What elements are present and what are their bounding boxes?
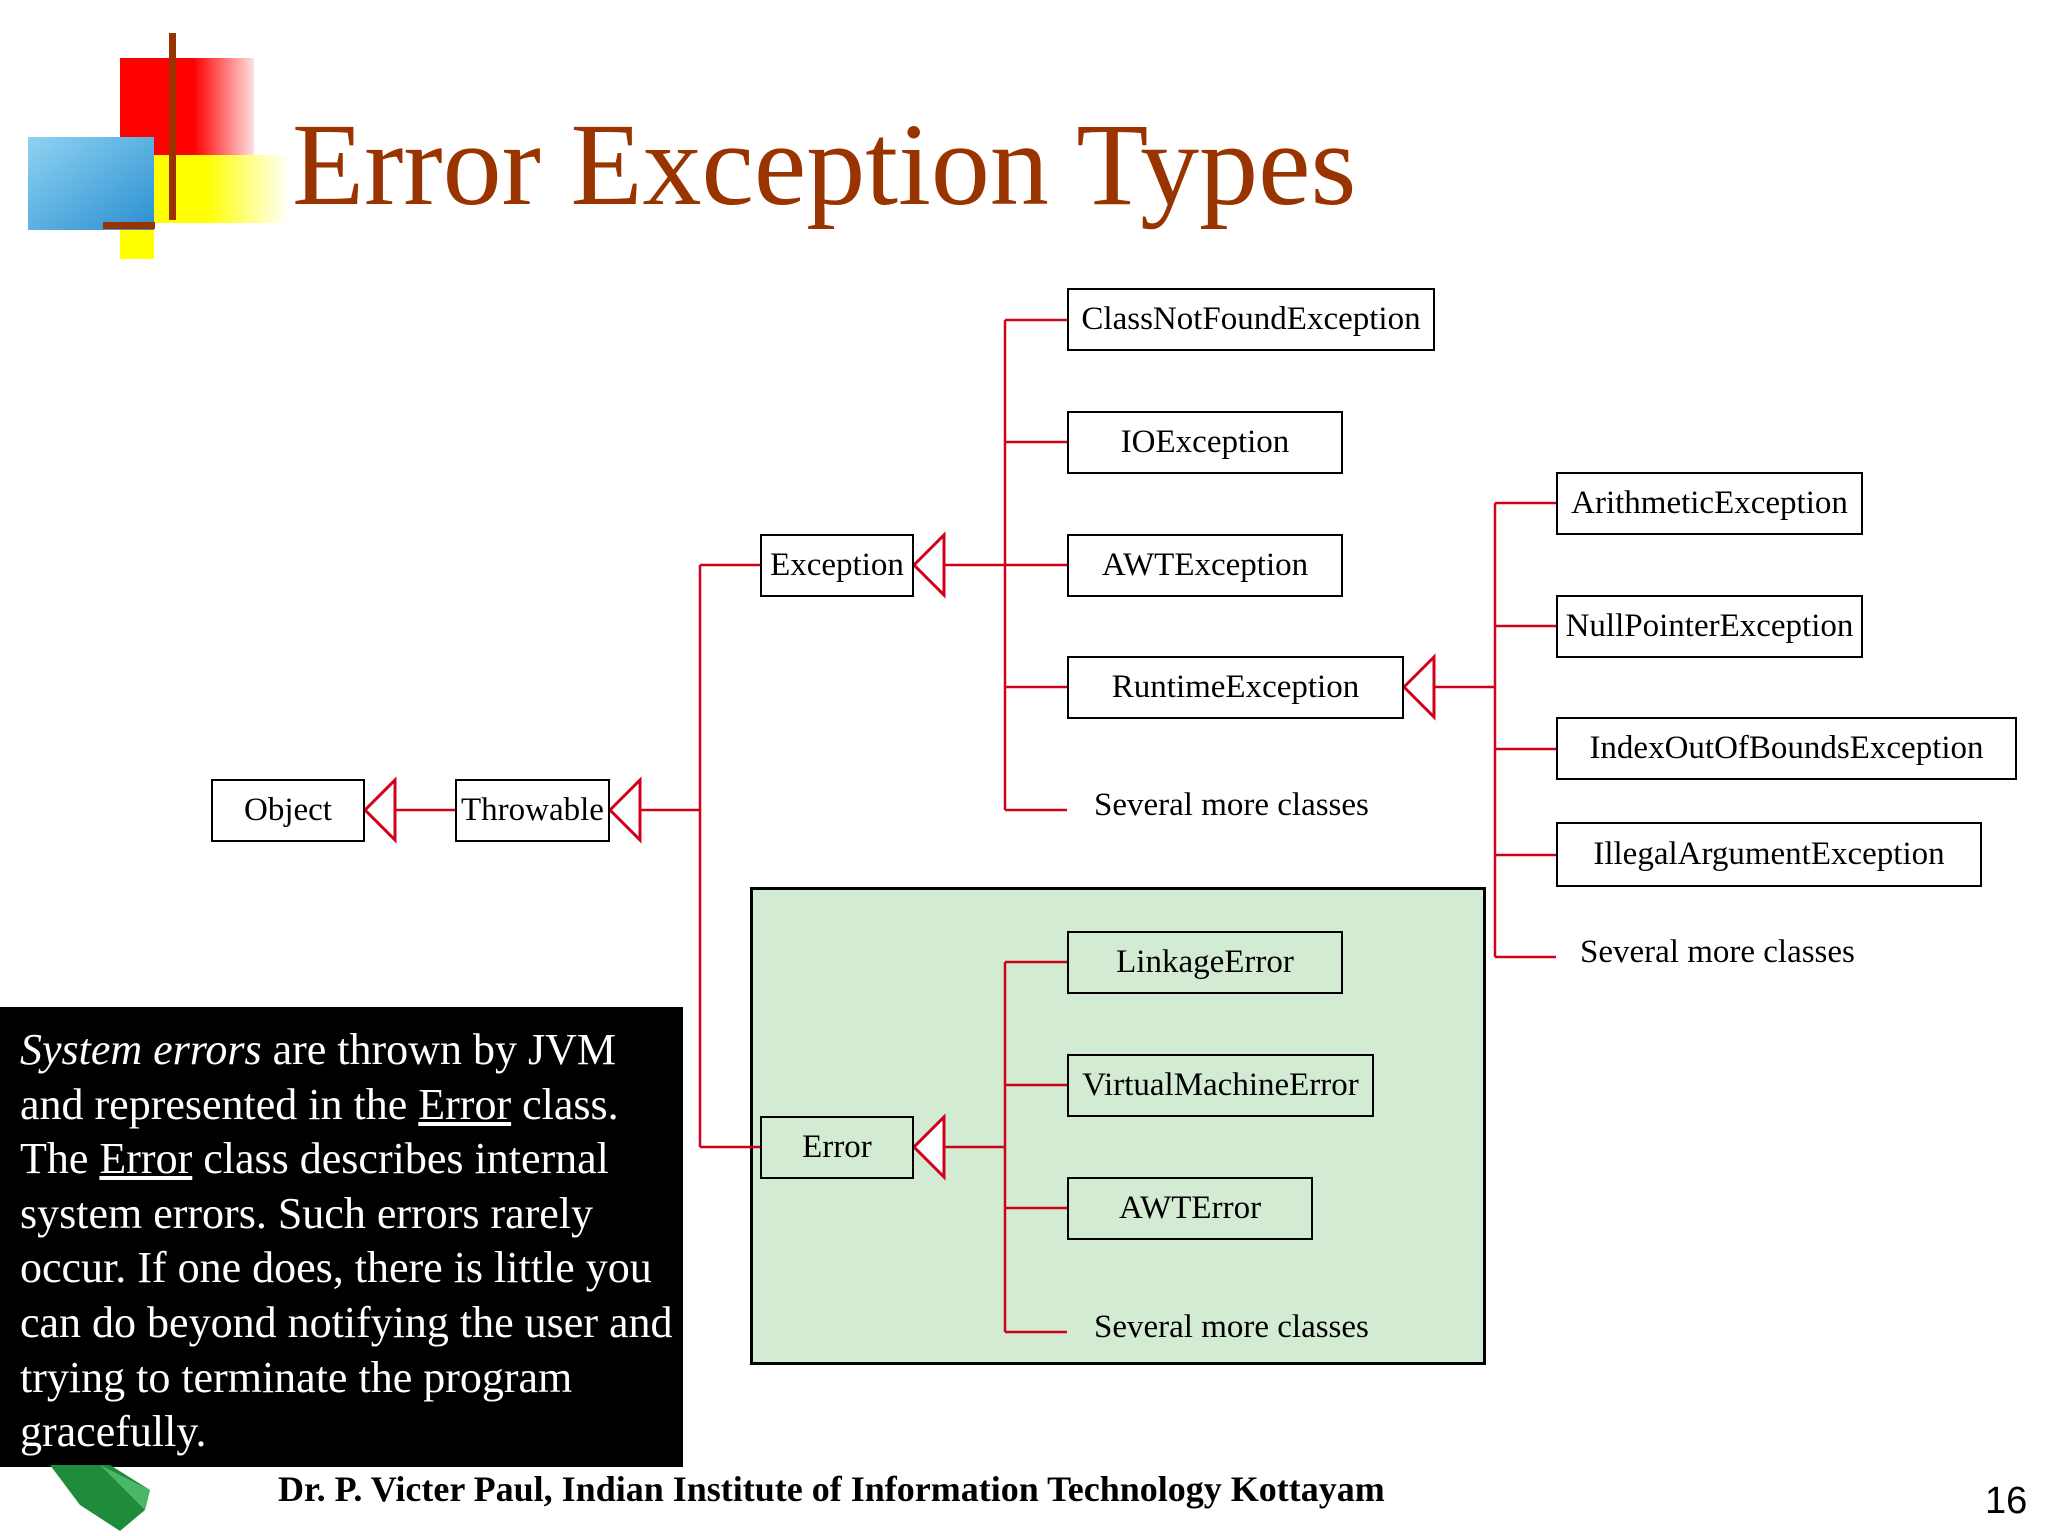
class-box-virtualmachineerror: VirtualMachineError (1067, 1054, 1374, 1117)
inheritance-arrowheads (362, 531, 1436, 1181)
connector-lines (395, 318, 1556, 1334)
note-error-class: Error (418, 1079, 512, 1129)
system-errors-note: System errors are thrown by JVM and repr… (0, 1007, 683, 1467)
error-group-panel (750, 887, 1486, 1365)
note-emphasis: System errors (20, 1025, 262, 1074)
class-label: RuntimeException (1111, 669, 1360, 705)
class-label: NullPointerException (1565, 608, 1854, 644)
class-label: AWTException (1101, 547, 1309, 583)
class-label: VirtualMachineError (1082, 1067, 1359, 1103)
class-label: IndexOutOfBoundsException (1589, 730, 1984, 766)
class-box-illegalargumentexception: IllegalArgumentException (1556, 822, 1982, 887)
note-text: System errors are thrown by JVM and repr… (20, 1025, 673, 1457)
class-label: ClassNotFoundException (1081, 301, 1421, 337)
class-label: IllegalArgumentException (1593, 836, 1945, 872)
arrow-throwable-to-object (362, 776, 397, 844)
class-label: Error (802, 1129, 872, 1165)
corner-leaf-graphic (50, 1465, 150, 1531)
slide-title: Error Exception Types (292, 99, 1357, 230)
class-box-classnotfoundexception: ClassNotFoundException (1067, 288, 1435, 351)
class-box-awtexception: AWTException (1067, 534, 1343, 597)
logo-graphic (28, 33, 290, 259)
class-label: LinkageError (1116, 944, 1294, 980)
class-box-indexoutofboundsexception: IndexOutOfBoundsException (1556, 717, 2017, 780)
class-box-error: Error (760, 1116, 914, 1179)
class-label: Throwable (461, 792, 604, 828)
class-box-runtimeexception: RuntimeException (1067, 656, 1404, 719)
runtime-more-classes: Several more classes (1580, 934, 1855, 970)
exception-more-classes: Several more classes (1094, 787, 1369, 823)
logo-vertical-bar (169, 33, 176, 220)
class-label: Exception (770, 547, 904, 583)
logo-horizontal-bar (103, 222, 155, 229)
logo-blue-square (28, 137, 154, 230)
arrow-to-exception (911, 531, 946, 599)
class-label: IOException (1120, 424, 1290, 460)
class-box-nullpointerexception: NullPointerException (1556, 595, 1863, 658)
class-label: Object (244, 792, 332, 828)
error-more-classes: Several more classes (1094, 1309, 1369, 1345)
slide-footer: Dr. P. Victer Paul, Indian Institute of … (278, 1469, 1385, 1509)
arrow-to-error (911, 1113, 946, 1181)
class-box-ioexception: IOException (1067, 411, 1343, 474)
class-label: ArithmeticException (1571, 485, 1848, 521)
arrow-to-runtimeexception (1401, 653, 1436, 721)
class-box-awterror: AWTError (1067, 1177, 1313, 1240)
page-number: 16 (1985, 1480, 2028, 1522)
class-label: AWTError (1118, 1190, 1262, 1226)
arrow-to-throwable (607, 776, 642, 844)
note-error-class: Error (99, 1134, 193, 1184)
class-box-throwable: Throwable (455, 779, 610, 842)
class-box-object: Object (211, 779, 365, 842)
class-box-linkageerror: LinkageError (1067, 931, 1343, 994)
class-box-arithmeticexception: ArithmeticException (1556, 472, 1863, 535)
class-box-exception: Exception (760, 534, 914, 597)
